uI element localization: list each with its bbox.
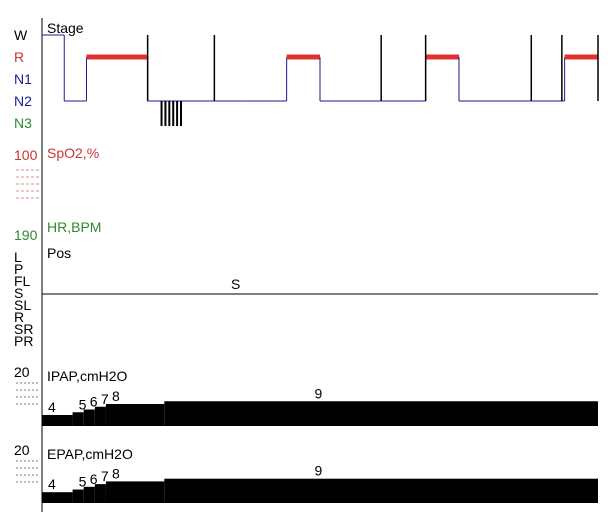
pressure-data-label: 7 — [101, 468, 109, 484]
pressure-data-label: 5 — [79, 474, 87, 490]
stage-title: Stage — [47, 20, 84, 36]
pos-title: Pos — [47, 245, 71, 261]
pressure-data-label: 6 — [90, 394, 98, 410]
pos-tick-label: S — [14, 285, 23, 301]
pressure-step-bar — [105, 481, 165, 503]
pressure-data-label: 8 — [112, 388, 120, 404]
pressure-step-bar — [164, 401, 598, 426]
pos-tick-label: L — [14, 249, 22, 265]
stage-tick-label: N2 — [14, 93, 32, 109]
stage-tick-label: W — [14, 27, 28, 43]
pressure-step-bar — [42, 492, 73, 503]
hr-tick-190: 190 — [14, 227, 38, 243]
pressure-step-bar — [94, 406, 106, 426]
pressure-title: IPAP,cmH2O — [47, 368, 128, 384]
stage-tick-label: R — [14, 49, 24, 65]
pressure-data-label: 8 — [112, 465, 120, 481]
pressure-data-label: 5 — [79, 396, 87, 412]
pos-tick-label: FL — [14, 273, 31, 289]
pressure-data-label: 4 — [48, 476, 56, 492]
pressure-tick-20: 20 — [14, 364, 30, 380]
hr-title: HR,BPM — [47, 219, 101, 235]
pressure-data-label: 9 — [314, 463, 322, 479]
stage-tick-label: N1 — [14, 71, 32, 87]
pressure-tick-20: 20 — [14, 442, 30, 458]
pressure-title: EPAP,cmH2O — [47, 446, 133, 462]
pressure-step-bar — [72, 489, 84, 503]
pressure-data-label: 4 — [48, 399, 56, 415]
stage-tick-label: N3 — [14, 115, 32, 131]
pressure-data-label: 7 — [101, 391, 109, 407]
pos-value-label: S — [231, 276, 240, 292]
pressure-data-label: 6 — [90, 471, 98, 487]
pos-tick-label: SL — [14, 297, 31, 313]
pressure-data-label: 9 — [314, 385, 322, 401]
pressure-step-bar — [42, 415, 73, 426]
spo2-tick-100: 100 — [14, 147, 38, 163]
pos-tick-label: R — [14, 309, 24, 325]
pressure-step-bar — [83, 409, 95, 426]
pressure-step-bar — [83, 486, 95, 503]
pressure-step-bar — [105, 404, 165, 426]
pos-tick-label: SR — [14, 321, 33, 337]
spo2-title: SpO2,% — [47, 145, 99, 161]
pressure-step-bar — [94, 484, 106, 503]
pos-tick-label: P — [14, 261, 23, 277]
pos-tick-label: PR — [14, 333, 33, 349]
pressure-step-bar — [72, 412, 84, 426]
pressure-step-bar — [164, 478, 598, 503]
